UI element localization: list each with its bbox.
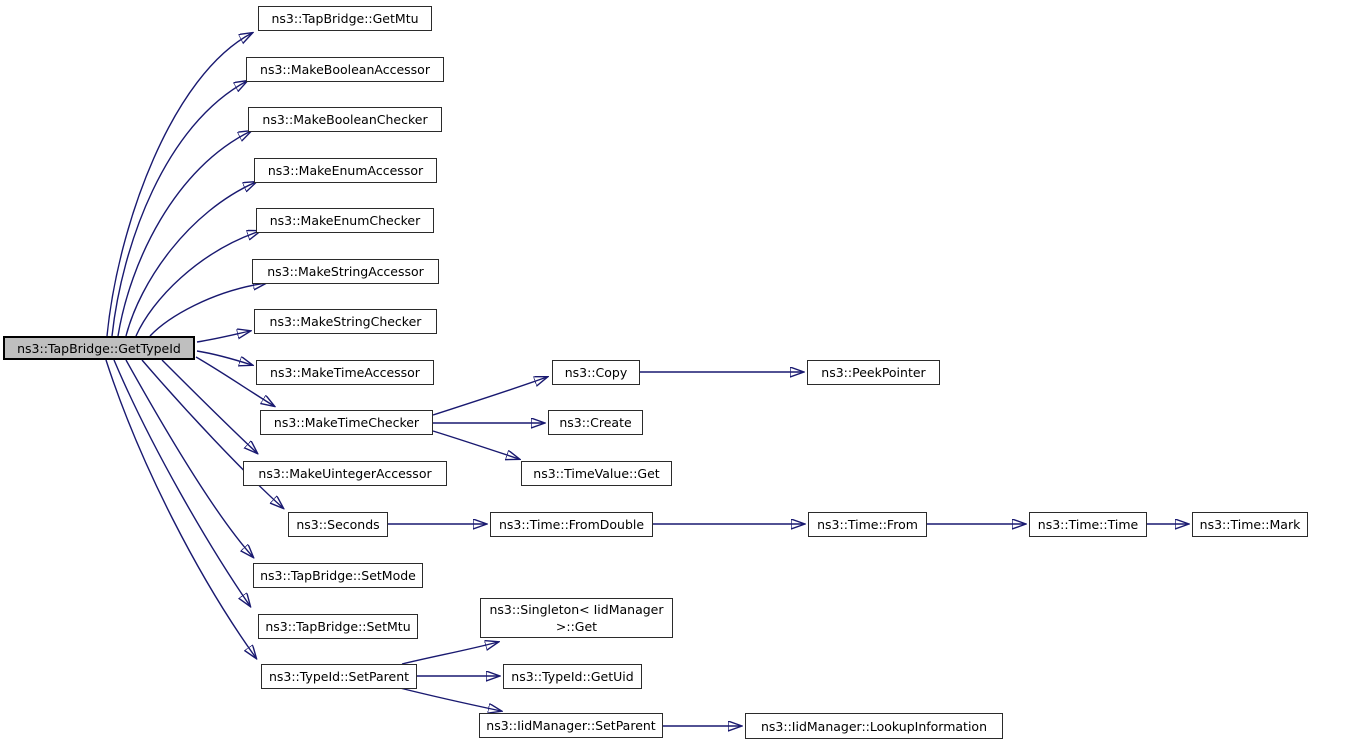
node-peekpointer[interactable]: ns3::PeekPointer bbox=[807, 360, 940, 385]
edge-gettypeid-makebooleanchecker bbox=[117, 131, 251, 337]
edge-gettypeid-maketimeaccessor bbox=[196, 350, 252, 365]
node-makeenumaccessor[interactable]: ns3::MakeEnumAccessor bbox=[254, 158, 437, 183]
node-singleton-iidmanager-get[interactable]: ns3::Singleton< IidManager >::Get bbox=[480, 598, 673, 638]
node-seconds[interactable]: ns3::Seconds bbox=[288, 512, 388, 537]
edge-typeidsetparent-iidmanagersetparent bbox=[399, 687, 501, 711]
node-time-fromdouble[interactable]: ns3::Time::FromDouble bbox=[490, 512, 653, 537]
edge-gettypeid-makeenumaccessor bbox=[125, 182, 256, 337]
node-makebooleanchecker[interactable]: ns3::MakeBooleanChecker bbox=[248, 107, 442, 132]
node-time-time[interactable]: ns3::Time::Time bbox=[1029, 512, 1147, 537]
edge-maketimechecker-timevalueget bbox=[432, 430, 519, 459]
node-iidmanager-setparent[interactable]: ns3::IidManager::SetParent bbox=[479, 713, 663, 738]
edge-gettypeid-makestringchecker bbox=[196, 331, 250, 343]
node-copy[interactable]: ns3::Copy bbox=[552, 360, 640, 385]
node-maketimeaccessor[interactable]: ns3::MakeTimeAccessor bbox=[256, 360, 434, 385]
node-iidmanager-lookupinformation[interactable]: ns3::IidManager::LookupInformation bbox=[745, 713, 1003, 739]
node-tapbridge-setmtu[interactable]: ns3::TapBridge::SetMtu bbox=[258, 614, 418, 639]
node-makestringaccessor[interactable]: ns3::MakeStringAccessor bbox=[252, 259, 439, 284]
node-create[interactable]: ns3::Create bbox=[548, 410, 643, 435]
node-tapbridge-setmode[interactable]: ns3::TapBridge::SetMode bbox=[253, 563, 423, 588]
node-typeid-setparent[interactable]: ns3::TypeId::SetParent bbox=[261, 664, 417, 689]
node-maketimechecker[interactable]: ns3::MakeTimeChecker bbox=[260, 410, 433, 435]
edge-gettypeid-makeuintegeraccessor bbox=[161, 359, 257, 453]
edge-gettypeid-maketimechecker bbox=[195, 356, 274, 406]
edge-gettypeid-makestringaccessor bbox=[149, 283, 266, 337]
edge-gettypeid-seconds bbox=[141, 359, 283, 508]
edge-maketimechecker-copy bbox=[432, 377, 547, 416]
node-time-mark[interactable]: ns3::Time::Mark bbox=[1192, 512, 1308, 537]
edge-gettypeid-typeidsetparent bbox=[105, 359, 256, 658]
node-tapbridge-gettypeid: ns3::TapBridge::GetTypeId bbox=[3, 336, 195, 360]
node-makestringchecker[interactable]: ns3::MakeStringChecker bbox=[254, 309, 437, 334]
edge-gettypeid-makebooleanaccessor bbox=[111, 81, 247, 337]
edge-gettypeid-getmtu bbox=[106, 33, 252, 337]
node-typeid-getuid[interactable]: ns3::TypeId::GetUid bbox=[503, 664, 642, 689]
node-makeuintegeraccessor[interactable]: ns3::MakeUintegerAccessor bbox=[243, 461, 447, 486]
node-timevalue-get[interactable]: ns3::TimeValue::Get bbox=[521, 461, 672, 486]
edge-gettypeid-setmode bbox=[125, 359, 253, 557]
edge-gettypeid-setmtu bbox=[113, 359, 250, 606]
node-makeenumchecker[interactable]: ns3::MakeEnumChecker bbox=[256, 208, 434, 233]
node-tapbridge-getmtu[interactable]: ns3::TapBridge::GetMtu bbox=[258, 6, 432, 31]
node-time-from[interactable]: ns3::Time::From bbox=[808, 512, 927, 537]
node-makebooleanaccessor[interactable]: ns3::MakeBooleanAccessor bbox=[246, 57, 444, 82]
edge-gettypeid-makeenumchecker bbox=[135, 231, 260, 337]
edge-typeidsetparent-singletonget bbox=[401, 642, 498, 665]
